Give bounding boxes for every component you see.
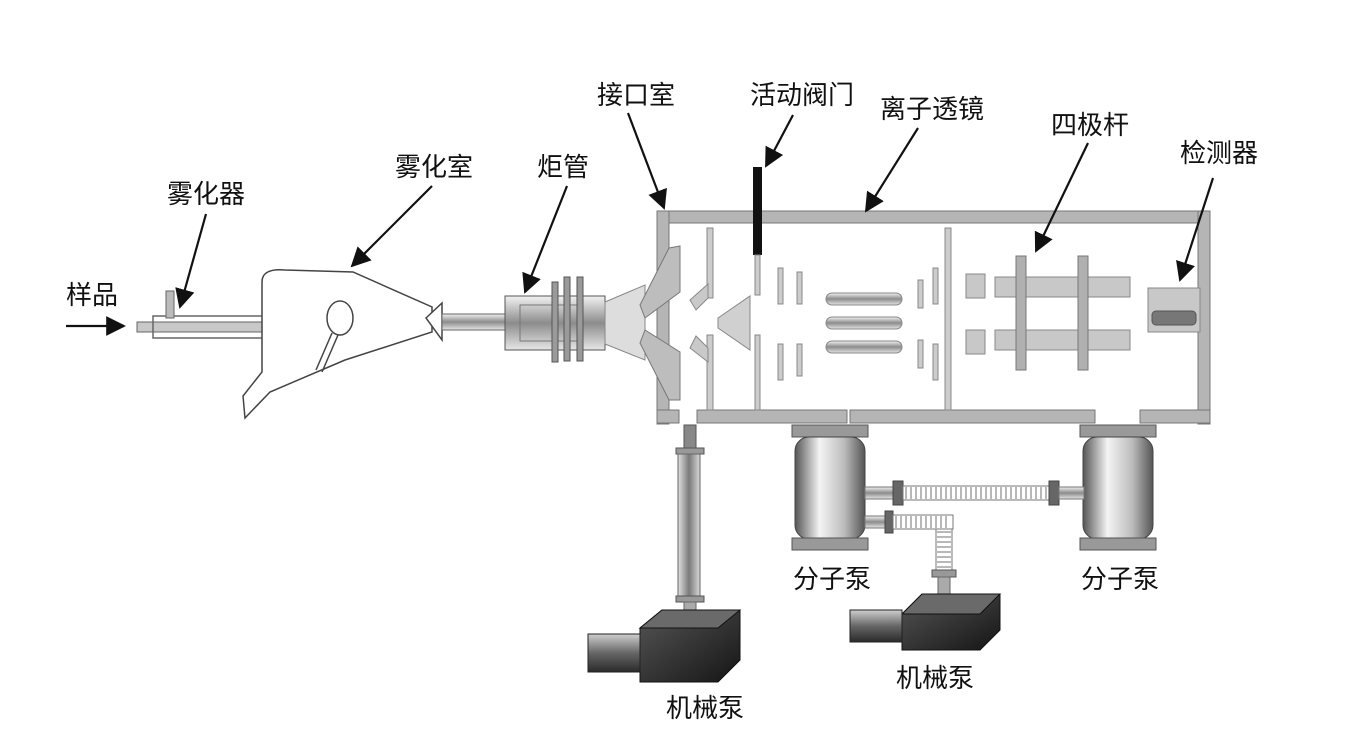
label-quadrupole: 四极杆 xyxy=(1051,111,1129,141)
rough-pump-2 xyxy=(849,593,1002,651)
nebulizer-pointer xyxy=(175,213,208,309)
label-detector: 检测器 xyxy=(1180,139,1258,169)
label-rough-pump-1: 机械泵 xyxy=(666,694,744,724)
detector xyxy=(1147,287,1201,333)
label-nebulizer: 雾化器 xyxy=(167,180,245,210)
vacuum-housing xyxy=(656,210,1211,425)
spray-chamber xyxy=(242,269,443,420)
torch xyxy=(441,276,646,363)
label-turbo-pump-1: 分子泵 xyxy=(793,565,871,595)
spray-chamber-pointer xyxy=(350,185,433,268)
label-spray-chamber: 雾化室 xyxy=(395,153,473,183)
nebulizer xyxy=(136,290,274,339)
label-ion-lens: 离子透镜 xyxy=(880,95,984,125)
label-turbo-pump-2: 分子泵 xyxy=(1081,565,1159,595)
label-sample: 样品 xyxy=(66,281,118,311)
ion-lens xyxy=(777,267,939,381)
turbo-pump-1 xyxy=(791,424,869,551)
label-gate-valve: 活动阀门 xyxy=(750,81,854,111)
interface-cones xyxy=(639,245,751,401)
interface-chamber-pointer xyxy=(626,112,667,210)
label-rough-pump-2: 机械泵 xyxy=(896,664,974,694)
label-torch: 炬管 xyxy=(537,153,589,183)
gate-valve xyxy=(753,167,762,255)
label-interface-chamber: 接口室 xyxy=(597,81,675,111)
quadrupole xyxy=(965,255,1131,371)
torch-pointer xyxy=(522,185,569,294)
turbo-pump-2 xyxy=(1079,424,1157,551)
gate-valve-pointer xyxy=(765,114,794,168)
quadrupole-pointer xyxy=(1034,142,1089,253)
detector-pointer xyxy=(1176,177,1215,282)
backing-line-lower xyxy=(864,510,957,596)
ion-lens-pointer xyxy=(864,127,919,213)
backing-line-horizontal xyxy=(864,480,1085,506)
rough-pump-1 xyxy=(587,424,742,683)
